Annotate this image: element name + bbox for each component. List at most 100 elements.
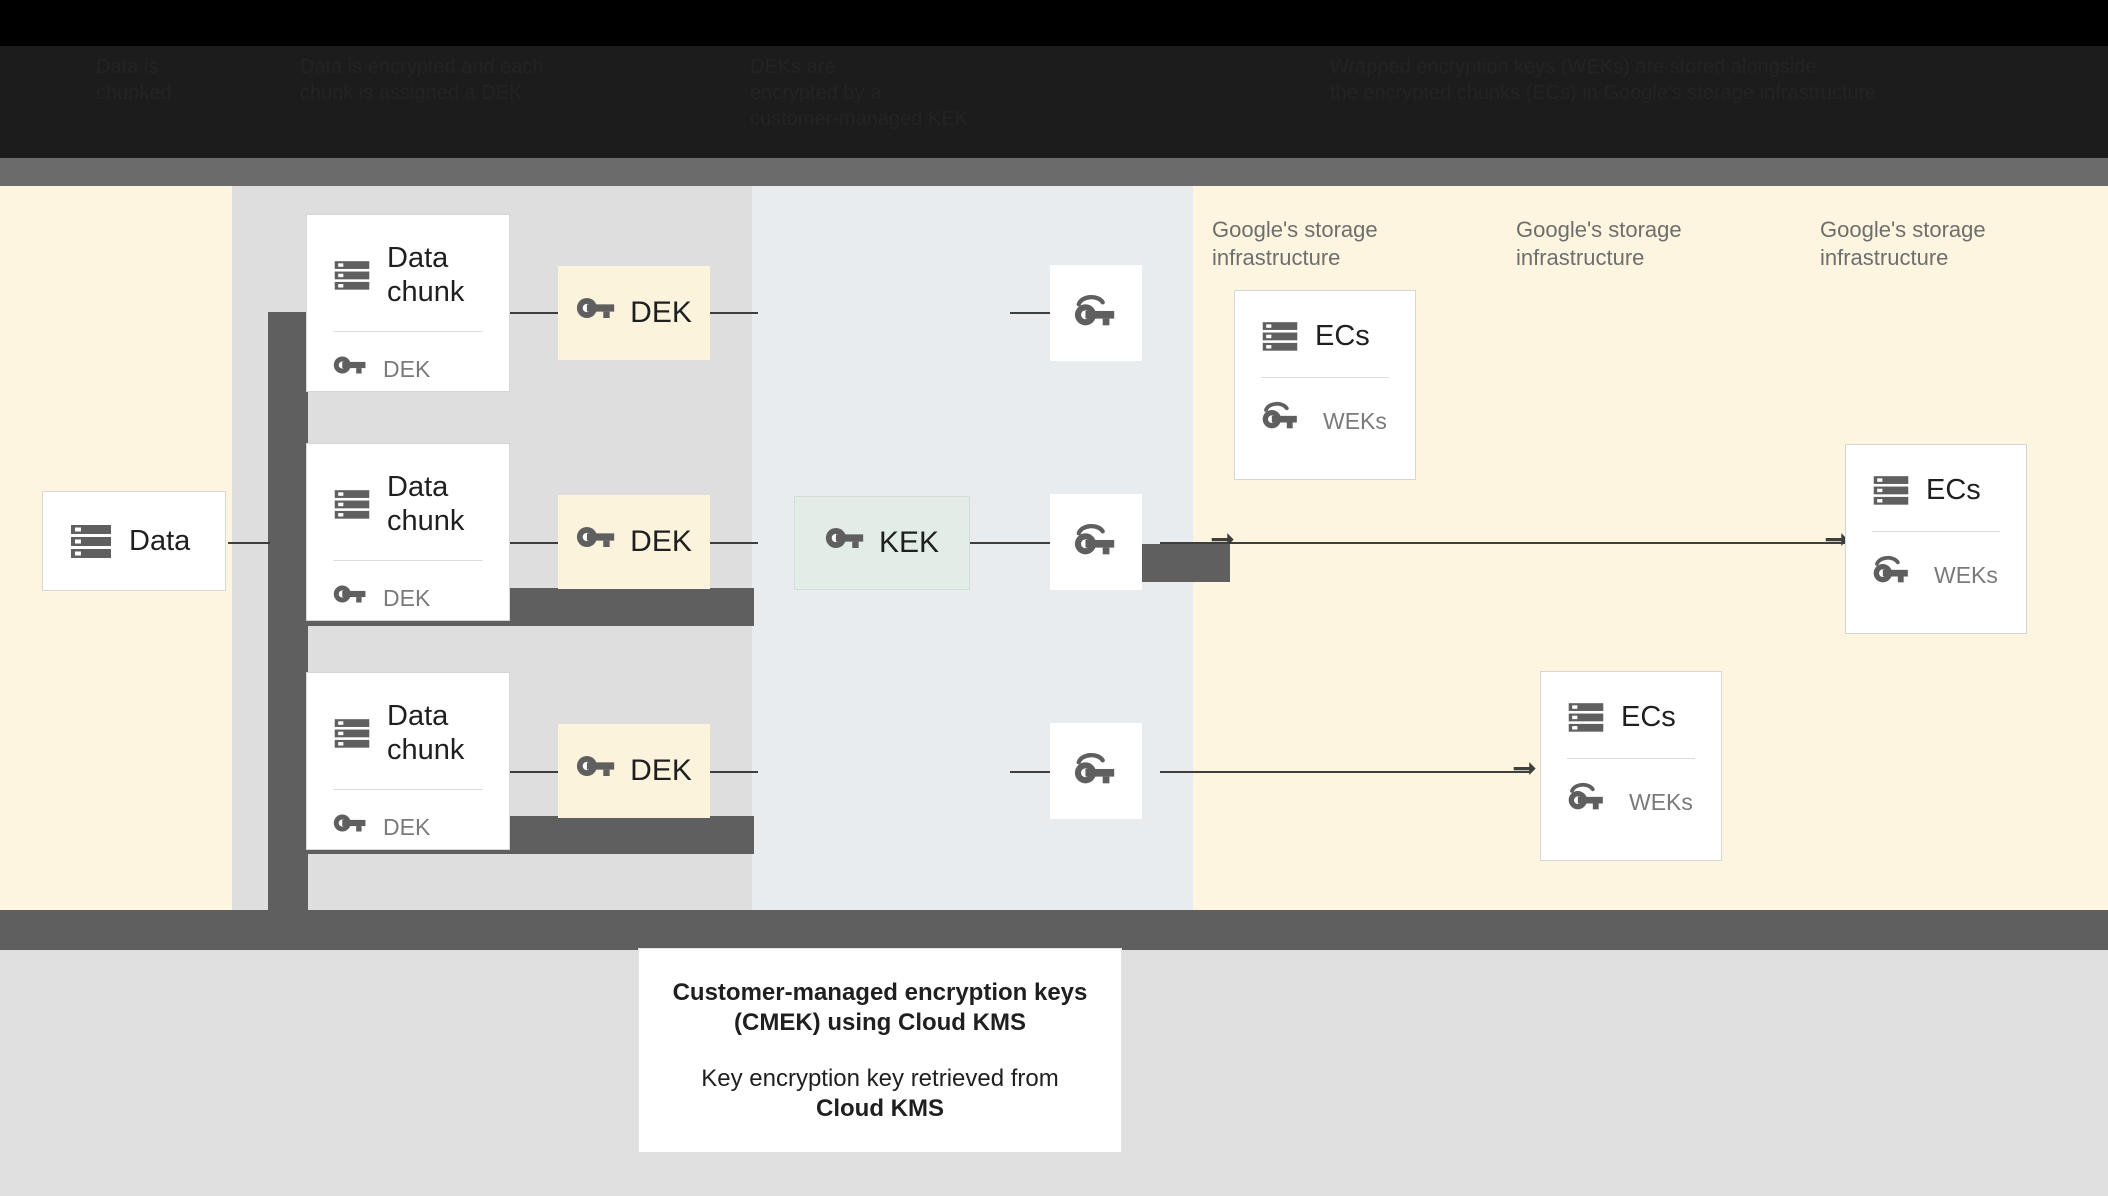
chunk-card-1-header: Data chunk [307,215,509,309]
line-chunk2-to-dek2 [510,542,558,544]
line-chunk1-to-dek1 [510,312,558,314]
chunk-card-3[interactable]: Data chunk DEK [306,672,510,850]
storage-card-2-header: ECs [1541,672,1721,736]
storage-card-3[interactable]: ECs WEKs [1845,444,2027,634]
kek-box-label: KEK [878,526,940,559]
arrowhead-storage3: ➞ [1824,523,1850,556]
storage-card-1-subtitle: WEKs [1323,407,1387,434]
line-wrapkey3-to-storage2 [1160,771,1530,773]
caption-card: Customer-managed encryption keys (CMEK) … [638,948,1122,1153]
chunk-card-2-title: Data chunk [387,471,465,537]
chunk-card-2[interactable]: Data chunk DEK [306,443,510,621]
caption-title: Customer-managed encryption keys (CMEK) … [672,978,1088,1036]
card-divider [333,331,483,332]
chunk-card-1-subtitle: DEK [383,355,431,382]
key-icon [333,810,367,844]
wrapped-key-icon [1073,519,1119,565]
key-icon [333,352,367,386]
dek-box-1-label: DEK [630,296,692,329]
database-icon [1567,698,1605,736]
key-icon [576,522,616,562]
storage-caption-1: Google's storage infrastructure [1212,217,1378,270]
wrapped-key-icon [1261,398,1307,444]
storage-card-3-title: ECs [1926,474,1981,506]
bottom-separator-bar [0,910,2108,950]
storage-card-3-subtitle: WEKs [1934,561,1998,588]
line-chunk3-to-dek3 [510,771,558,773]
arrowhead-storage2: ➞ [1512,752,1538,785]
wrapped-key-tile-2[interactable] [1050,494,1142,590]
wrapped-key-icon [1073,290,1119,336]
dek-box-1[interactable]: DEK [558,266,710,360]
storage-card-2-title: ECs [1621,701,1676,733]
database-icon [1872,471,1910,509]
wrapped-key-icon [1567,779,1613,825]
chunk-card-1-footer: DEK [307,332,509,386]
wrapped-key-icon [1073,748,1119,794]
caption-body-prefix: Key encryption key retrieved from [701,1064,1059,1092]
storage-card-1-footer: WEKs [1235,378,1415,444]
card-divider [333,789,483,790]
top-separator-bar [0,158,2108,186]
wrapped-key-tile-3[interactable] [1050,723,1142,819]
chunk-splitter-bar [268,312,308,958]
chunk-card-3-footer: DEK [307,790,509,844]
storage-card-2-subtitle: WEKs [1629,788,1693,815]
chunk-card-3-title: Data chunk [387,700,465,766]
legend-column-4: Wrapped encryption keys (WEKs) are store… [1330,56,1877,104]
caption-body: Key encryption key retrieved from Cloud … [701,1064,1058,1124]
storage-caption-3: Google's storage infrastructure [1820,217,1986,270]
storage-card-1-header: ECs [1235,291,1415,355]
chunk-card-3-subtitle: DEK [383,813,431,840]
data-card[interactable]: Data [42,491,226,591]
dek-box-3[interactable]: DEK [558,724,710,818]
legend-band: Data is chunked Data is encrypted and ea… [0,0,2108,158]
key-icon [576,293,616,333]
card-divider [1872,531,2000,532]
storage-card-1[interactable]: ECs WEKs [1234,290,1416,480]
storage-card-1-title: ECs [1315,320,1370,352]
database-icon [333,714,371,752]
legend-strip: Data is chunked Data is encrypted and ea… [0,46,2108,158]
storage-card-3-footer: WEKs [1846,532,2026,598]
wrapped-key-icon [1872,552,1918,598]
database-icon [1261,317,1299,355]
line-dek2-out [710,542,758,544]
dek-box-2[interactable]: DEK [558,495,710,589]
key-icon [825,523,865,563]
database-icon [333,485,371,523]
line-dek1-out [710,312,758,314]
line-wrapkey2-to-storage3 [1160,542,1850,544]
chunk-card-1-title: Data chunk [387,242,465,308]
chunk-card-2-subtitle: DEK [383,584,431,611]
storage-card-2[interactable]: ECs WEKs [1540,671,1722,861]
database-icon [333,256,371,294]
card-divider [333,560,483,561]
caption-body-strong: Cloud KMS [816,1094,944,1122]
key-icon [576,751,616,791]
chunk-card-1[interactable]: Data chunk DEK [306,214,510,392]
line-to-wrapkey1 [1010,312,1050,314]
chunk-card-2-header: Data chunk [307,444,509,538]
legend-column-2: Data is encrypted and each chunk is assi… [300,56,544,104]
card-divider [1567,758,1695,759]
dek-box-2-label: DEK [630,525,692,558]
chunk-card-3-header: Data chunk [307,673,509,767]
line-to-wrapkey3 [1010,771,1050,773]
storage-card-3-header: ECs [1846,445,2026,509]
database-icon [69,519,113,563]
diagram-canvas: ➞ ➞ ➞ Data [0,186,2108,958]
card-divider [1261,377,1389,378]
wrapped-key-tile-1[interactable] [1050,265,1142,361]
legend-column-1: Data is chunked [96,56,172,104]
storage-card-2-footer: WEKs [1541,759,1721,825]
storage-caption-2: Google's storage infrastructure [1516,217,1682,270]
kek-box[interactable]: KEK [794,496,970,590]
line-data-to-split [228,542,270,544]
line-kek-to-wrapkey2 [1010,542,1050,544]
chunk-card-2-footer: DEK [307,561,509,615]
key-icon [333,581,367,615]
line-dek3-out [710,771,758,773]
data-card-title: Data [129,525,191,557]
